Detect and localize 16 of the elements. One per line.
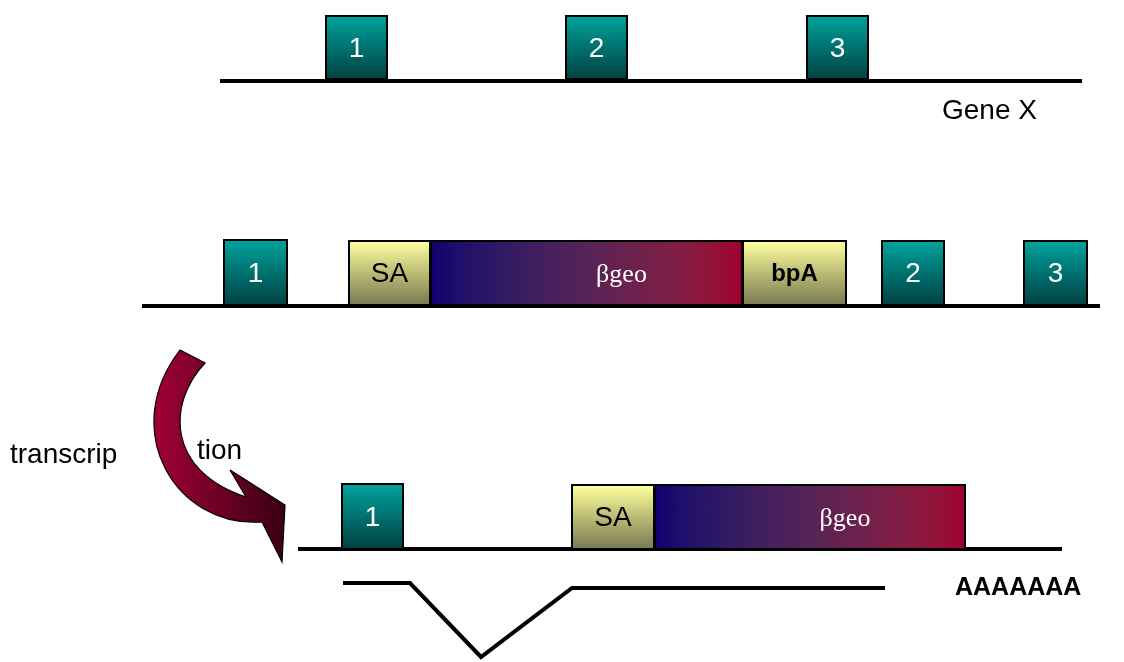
reporter-box: βgeo	[654, 484, 966, 550]
exon-box: 3	[1023, 240, 1088, 306]
exon-box: 2	[565, 15, 628, 80]
exon-box: 1	[325, 15, 388, 80]
polya-tail-label: AAAAAAA	[955, 574, 1082, 599]
process-label: transcrip	[10, 440, 118, 468]
reporter-box: βgeo	[430, 240, 743, 306]
exon-box: 2	[881, 240, 945, 306]
gene-name: Gene X	[942, 96, 1037, 124]
exon-box: 3	[806, 15, 869, 80]
exon-box: 1	[223, 239, 288, 306]
exon-box: 1	[341, 483, 404, 550]
polya-box: bpA	[742, 240, 847, 306]
splice-acceptor-box: SA	[571, 484, 655, 550]
splice-acceptor-box: SA	[348, 240, 431, 306]
process-label: tion	[197, 436, 243, 464]
